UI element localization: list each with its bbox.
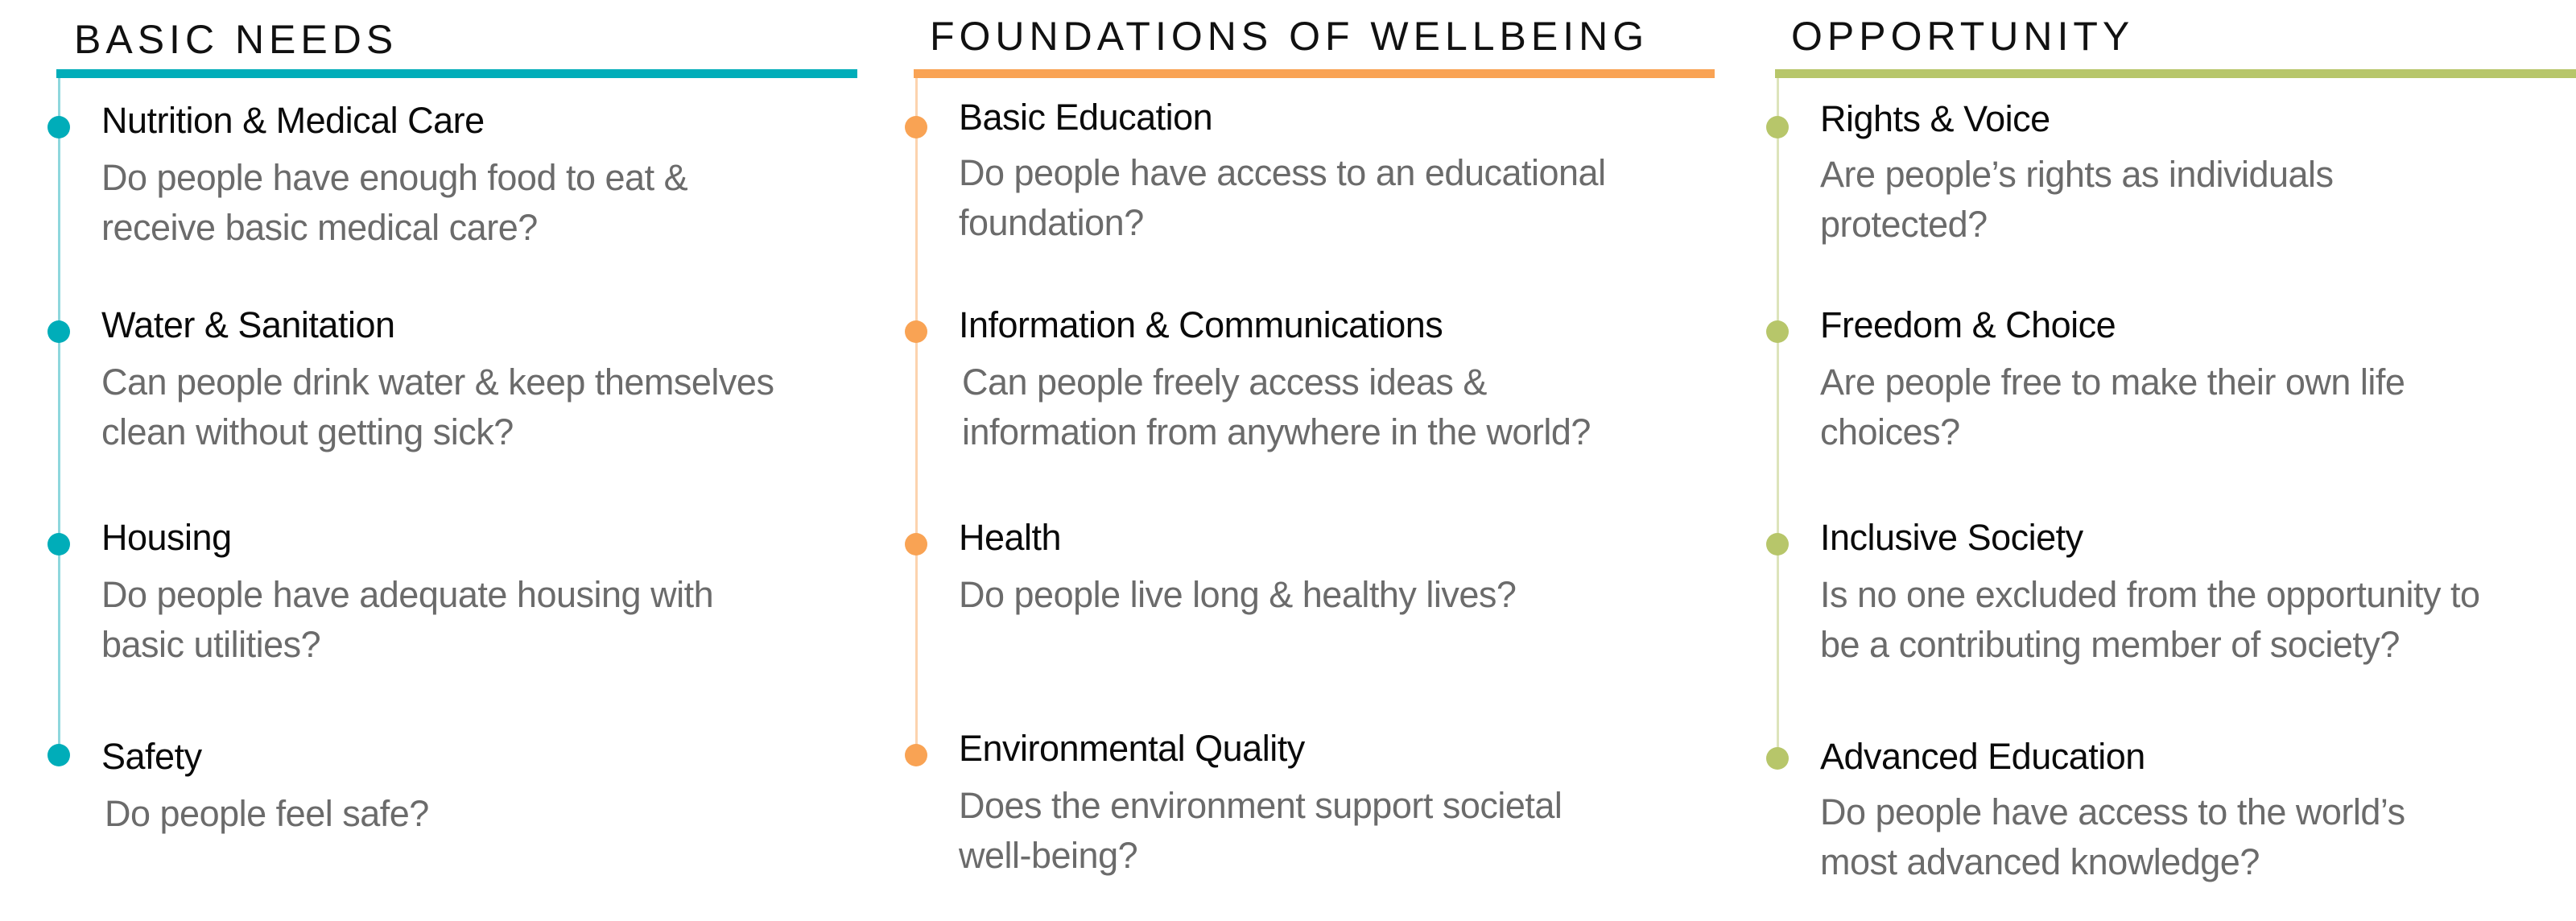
bullet-dot-icon <box>905 533 927 555</box>
column-basic-needs: BASIC NEEDS Nutrition & Medical Care Do … <box>47 0 857 921</box>
bullet-dot-icon <box>1766 533 1789 555</box>
item-title: Rights & Voice <box>1820 98 2050 139</box>
item-title: Basic Education <box>959 97 1213 138</box>
bullet-dot-icon <box>905 320 927 343</box>
column-heading: BASIC NEEDS <box>74 17 398 62</box>
item-question: Do people have access to an educational … <box>959 152 1606 243</box>
column-accent-bar <box>56 69 857 78</box>
item-title: Housing <box>101 517 232 558</box>
bullet-dot-icon <box>1766 116 1789 138</box>
item-question: Are people free to make their own life c… <box>1820 361 2405 452</box>
item-title: Water & Sanitation <box>101 304 395 345</box>
item-title: Nutrition & Medical Care <box>101 100 485 141</box>
bullet-dot-icon <box>47 116 70 138</box>
bullet-dot-icon <box>47 533 70 555</box>
column-opportunity: OPPORTUNITY Rights & Voice Are people’s … <box>1766 0 2576 921</box>
item-question: Do people feel safe? <box>105 793 429 834</box>
column-accent-bar <box>1775 69 2576 78</box>
item-title: Health <box>959 517 1062 558</box>
timeline-rail <box>1777 78 1779 758</box>
item-question: Can people freely access ideas & informa… <box>962 361 1591 452</box>
bullet-dot-icon <box>47 744 70 766</box>
item-question: Does the environment support societal we… <box>959 785 1563 876</box>
item-question: Do people live long & healthy lives? <box>959 574 1517 615</box>
column-foundations-of-wellbeing: FOUNDATIONS OF WELLBEING Basic Education… <box>905 0 1715 921</box>
timeline-rail <box>915 78 918 756</box>
timeline-rail <box>58 78 60 756</box>
item-question: Do people have access to the world’s mos… <box>1820 791 2405 882</box>
item-question: Do people have enough food to eat & rece… <box>101 157 688 248</box>
item-question: Is no one excluded from the opportunity … <box>1820 574 2480 665</box>
bullet-dot-icon <box>1766 747 1789 770</box>
item-question: Can people drink water & keep themselves… <box>101 361 774 452</box>
item-question: Are people’s rights as individuals prote… <box>1820 154 2334 245</box>
item-title: Information & Communications <box>959 304 1443 345</box>
item-title: Advanced Education <box>1820 736 2145 777</box>
column-heading: FOUNDATIONS OF WELLBEING <box>930 14 1649 59</box>
item-title: Environmental Quality <box>959 728 1305 769</box>
bullet-dot-icon <box>47 320 70 343</box>
bullet-dot-icon <box>905 744 927 766</box>
bullet-dot-icon <box>905 116 927 138</box>
bullet-dot-icon <box>1766 320 1789 343</box>
item-title: Inclusive Society <box>1820 517 2083 558</box>
column-heading: OPPORTUNITY <box>1791 14 2135 59</box>
item-title: Safety <box>101 736 202 777</box>
column-accent-bar <box>914 69 1715 78</box>
item-title: Freedom & Choice <box>1820 304 2116 345</box>
item-question: Do people have adequate housing with bas… <box>101 574 714 665</box>
